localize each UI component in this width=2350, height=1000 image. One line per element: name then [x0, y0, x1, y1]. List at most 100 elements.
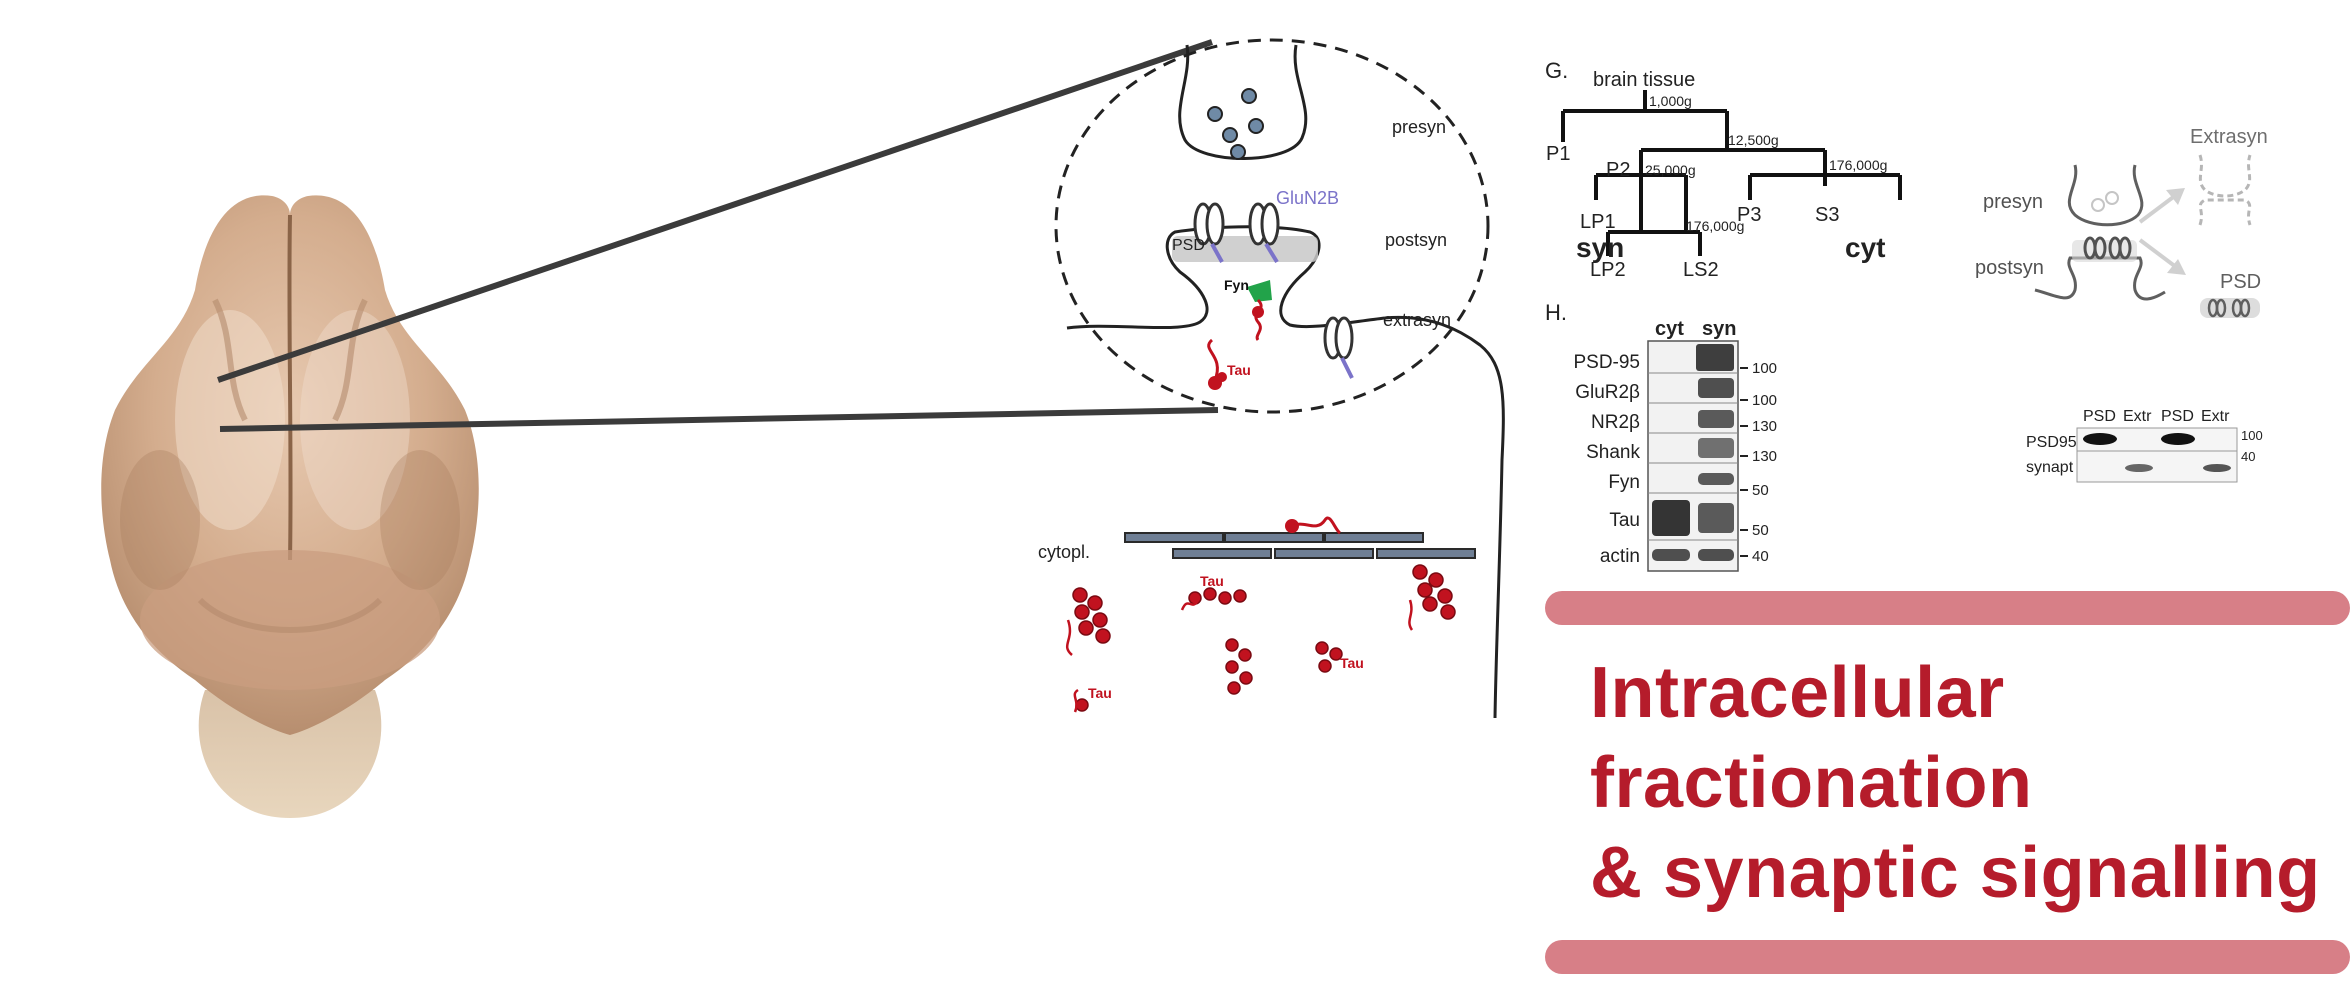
blot-row-tau: Tau	[1609, 510, 1640, 531]
brain-shadow-left	[120, 450, 200, 590]
mini-blot-col-2: Extr	[2123, 408, 2152, 425]
tau-bead-spine	[1252, 306, 1264, 318]
tree-root-label: brain tissue	[1593, 69, 1695, 91]
decorative-band-bottom	[1545, 940, 2350, 974]
tau-near-psd	[1207, 338, 1219, 381]
blot-row-psd95: PSD-95	[1573, 352, 1640, 373]
nmda-receptor-left	[1193, 202, 1225, 263]
node-ls2: LS2	[1683, 259, 1719, 281]
title-line-2: fractionation	[1590, 743, 2033, 823]
svg-text:130: 130	[1752, 418, 1777, 435]
dendrite-shaft	[1384, 315, 1505, 719]
label-tau-spine: Tau	[1227, 362, 1251, 378]
extrasynaptic-panel: presyn postsyn Extrasyn PSD	[1975, 126, 2268, 318]
force-25000g: 25,000g	[1645, 162, 1696, 178]
tau-strands	[1066, 599, 1414, 713]
tau-aggregates	[1072, 564, 1456, 712]
panel-h-label: H.	[1545, 300, 1567, 325]
fyn-kinase	[1247, 280, 1272, 302]
tau-bead-near-psd-2	[1217, 372, 1227, 382]
blot-column-cyt: cyt	[1655, 318, 1684, 340]
svg-text:100: 100	[1752, 392, 1777, 409]
mini-band-synapt-2	[2125, 464, 2153, 472]
blot-row-nr2b: NR2β	[1591, 412, 1640, 433]
force-1000g: 1,000g	[1649, 93, 1692, 109]
svg-text:50: 50	[1752, 482, 1769, 499]
label-tau-cytoplasm-3: Tau	[1088, 685, 1112, 701]
force-176000g-bottom: 176,000g	[1686, 218, 1744, 234]
extra-presyn-terminal	[2067, 164, 2144, 227]
nmda-receptor-extrasynaptic	[1323, 316, 1354, 379]
extra-label-presyn: presyn	[1983, 191, 2043, 213]
node-lp2: LP2	[1590, 259, 1626, 281]
synapse-zoom-circle	[1054, 38, 1490, 414]
blot-row-fyn: Fyn	[1608, 472, 1640, 493]
node-lp1: LP1	[1580, 211, 1616, 233]
extra-receptors	[2083, 236, 2132, 260]
blot-bands	[1652, 344, 1734, 561]
extra-extrasyn-sketch	[2198, 154, 2252, 226]
mini-blot-col-1: PSD	[2083, 408, 2116, 425]
blot-row-shank: Shank	[1586, 442, 1640, 463]
microtubules	[1124, 532, 1476, 559]
blot-markers: 100 100 130 130 50 50 40	[1740, 360, 1777, 565]
brain-stem	[198, 690, 382, 818]
panel-g-label: G.	[1545, 58, 1568, 83]
title-block: Intracellular fractionation & synaptic s…	[1590, 648, 2350, 918]
mini-blot-row-synapt: synapt	[2026, 459, 2074, 476]
brain-shadow-right	[380, 450, 460, 590]
vesicles	[1207, 88, 1264, 160]
mini-band-psd95-1	[2083, 433, 2117, 445]
extra-arrow-up-head	[2166, 188, 2185, 205]
force-176000g-top: 176,000g	[1829, 157, 1887, 173]
mini-blot-col-3: PSD	[2161, 408, 2194, 425]
extra-mini-blot: PSD Extr PSD Extr PSD95 synapt 100 40	[2026, 408, 2263, 483]
mini-band-psd95-3	[2161, 433, 2195, 445]
extra-psd-fragment-receptors	[2207, 298, 2251, 318]
blot-row-separators	[1648, 372, 1738, 541]
node-p3: P3	[1737, 204, 1761, 226]
presynaptic-terminal	[1178, 44, 1308, 160]
psd-density	[1172, 236, 1318, 262]
mini-blot-marker-100: 100	[2241, 428, 2263, 443]
svg-text:50: 50	[1752, 522, 1769, 539]
label-cytopl: cytopl.	[1038, 542, 1090, 562]
fraction-cyt: cyt	[1845, 232, 1885, 263]
extra-postsyn-spine	[2034, 256, 2166, 301]
blot-row-labels: PSD-95 GluR2β NR2β Shank Fyn Tau actin	[1573, 352, 1640, 567]
node-p1: P1	[1546, 143, 1570, 165]
extra-faded-vesicles	[2091, 191, 2119, 212]
zoom-line-lower	[219, 407, 1219, 432]
extra-label-extrasyn: Extrasyn	[2190, 126, 2268, 148]
label-fyn: Fyn	[1224, 277, 1249, 293]
label-tau-cytoplasm-2: Tau	[1340, 655, 1364, 671]
brain-cerebellum	[140, 550, 440, 690]
mini-blot-row-psd95: PSD95	[2026, 434, 2077, 451]
svg-text:40: 40	[1752, 548, 1769, 565]
fraction-syn: syn	[1576, 232, 1624, 263]
blot-row-glur2b: GluR2β	[1575, 382, 1640, 403]
extra-label-psd: PSD	[2220, 271, 2261, 293]
title-line-3: & synaptic signalling	[1590, 833, 2321, 913]
panel-g-fractionation-tree: G. brain tissue 1,	[1545, 58, 1902, 281]
brain-highlight-right	[300, 310, 410, 530]
force-12500g: 12,500g	[1728, 132, 1779, 148]
tau-in-spine	[1254, 298, 1263, 341]
tau-bead-microtubule	[1285, 519, 1299, 533]
title-line-1: Intracellular	[1590, 653, 2005, 733]
nmda-receptor-right	[1248, 202, 1280, 264]
extra-arrow-down-head	[2167, 259, 2186, 275]
blot-row-actin: actin	[1600, 546, 1640, 567]
mini-blot-marker-40: 40	[2241, 449, 2255, 464]
zoom-line-upper	[217, 39, 1213, 383]
label-presyn: presyn	[1392, 117, 1446, 137]
node-p2: P2	[1606, 159, 1630, 181]
brain-midline	[287, 214, 293, 561]
mini-blot-col-4: Extr	[2201, 408, 2230, 425]
postsynaptic-spine	[1066, 225, 1386, 330]
label-psd: PSD	[1172, 237, 1205, 254]
node-s3: S3	[1815, 204, 1839, 226]
label-postsyn: postsyn	[1385, 230, 1447, 250]
label-tau-cytoplasm-1: Tau	[1200, 573, 1224, 589]
